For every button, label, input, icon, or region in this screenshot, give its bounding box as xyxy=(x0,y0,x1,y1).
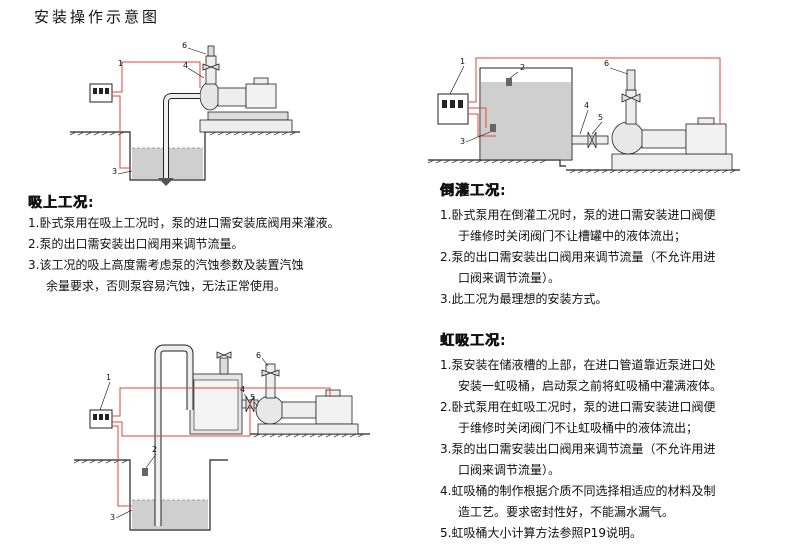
suction-label-1: 1 xyxy=(118,59,123,68)
siphon-title: 虹吸工况: xyxy=(440,333,507,349)
siphon-label-5: 5 xyxy=(250,393,255,402)
siphon-notes: 1.泵安装在储液槽的上部，在进口管道靠近泵进口处安装一虹吸桶，启动泵之前将虹吸桶… xyxy=(440,355,722,544)
flooded-label-4: 4 xyxy=(584,101,589,110)
suction-label-3: 3 xyxy=(112,167,117,176)
flooded-title: 倒灌工况: xyxy=(440,183,507,199)
siphon-note-3: 3.泵的出口需安装出口阀用来调节流量（不允许用进口阀来调节流量）。 xyxy=(440,442,716,477)
suction-note-3: 3.该工况的吸上高度需考虑泵的汽蚀参数及装置汽蚀余量要求，否则泵容易汽蚀，无法正… xyxy=(28,258,304,293)
flooded-notes: 1.卧式泵用在倒灌工况时，泵的进口需安装进口阀便于维修时关闭阀门不让槽罐中的液体… xyxy=(440,205,715,310)
siphon-label-3: 3 xyxy=(110,513,115,522)
flooded-diagram: 1 2 3 4 5 6 xyxy=(427,57,740,174)
siphon-label-2: 2 xyxy=(152,445,157,454)
flooded-label-2: 2 xyxy=(520,63,525,72)
siphon-note-1: 1.泵安装在储液槽的上部，在进口管道靠近泵进口处安装一虹吸桶，启动泵之前将虹吸桶… xyxy=(440,358,723,393)
siphon-label-4: 4 xyxy=(240,385,245,394)
flooded-label-1: 1 xyxy=(460,57,465,66)
siphon-diagram: 1 2 3 4 5 6 xyxy=(73,344,370,531)
siphon-note-4: 4.虹吸桶的制作根据介质不同选择相适应的材料及制造工艺。要求密封性好，不能漏水漏… xyxy=(440,484,716,519)
flooded-label-3: 3 xyxy=(460,137,465,146)
suction-label-4: 4 xyxy=(183,61,188,70)
siphon-note-5: 5.虹吸桶大小计算方法参照P19说明。 xyxy=(440,526,642,540)
suction-label-6: 6 xyxy=(182,41,187,50)
page-title: 安装操作示意图 xyxy=(34,8,161,26)
siphon-note-2: 2.卧式泵用在虹吸工况时，泵的进口需安装进口阀便于维修时关闭阀门不让虹吸桶中的液… xyxy=(440,400,716,435)
suction-title: 吸上工况: xyxy=(28,195,95,211)
suction-note-1: 1.卧式泵用在吸上工况时，泵的进口需安装底阀用来灌液。 xyxy=(28,216,340,230)
siphon-label-6: 6 xyxy=(256,351,261,360)
flooded-note-2: 2.泵的出口需安装出口阀用来调节流量（不允许用进口阀来调节流量）。 xyxy=(440,250,716,285)
suction-note-2: 2.泵的出口需安装出口阀用来调节流量。 xyxy=(28,237,244,251)
siphon-label-1: 1 xyxy=(106,373,111,382)
flooded-label-6: 6 xyxy=(604,59,609,68)
suction-notes: 1.卧式泵用在吸上工况时，泵的进口需安装底阀用来灌液。 2.泵的出口需安装出口阀… xyxy=(28,213,339,297)
flooded-note-1: 1.卧式泵用在倒灌工况时，泵的进口需安装进口阀便于维修时关闭阀门不让槽罐中的液体… xyxy=(440,208,716,243)
flooded-note-3: 3.此工况为最理想的安装方式。 xyxy=(440,292,608,306)
flooded-label-5: 5 xyxy=(598,113,603,122)
suction-diagram: 1 3 4 6 xyxy=(69,41,300,186)
